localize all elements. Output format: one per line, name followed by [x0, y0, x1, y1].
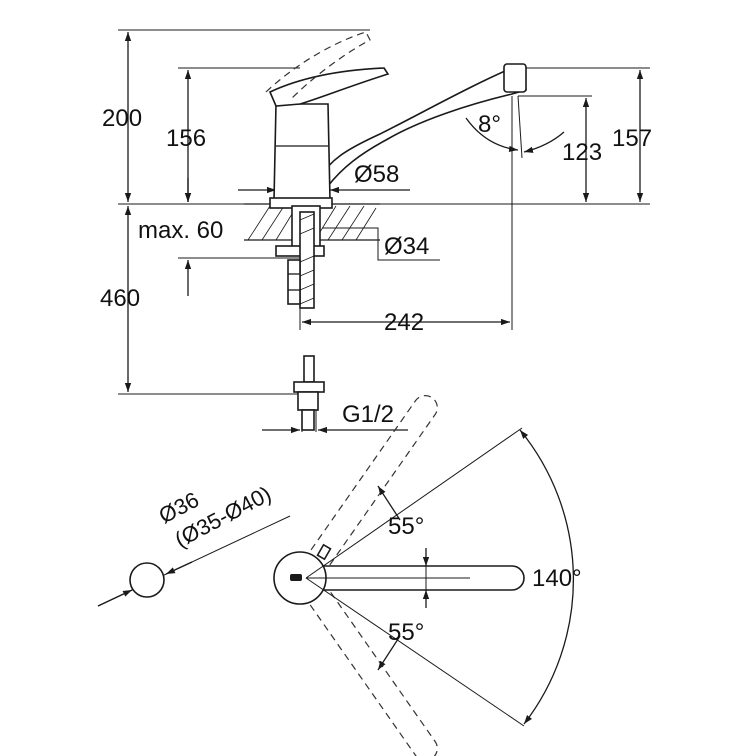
label-hose-length: 460: [100, 285, 140, 312]
lever-open-position: [265, 31, 371, 101]
threaded-rod: [287, 259, 301, 305]
label-max-deck-thickness: max. 60: [138, 217, 223, 244]
lever-tip: [316, 543, 332, 561]
label-base-diameter: Ø58: [354, 161, 399, 188]
hose-thread: [301, 409, 315, 431]
mounting-hole: [129, 562, 165, 598]
top-view: 55° 55° 140°: [273, 395, 582, 756]
label-outlet-clearance: 123: [562, 139, 602, 166]
hose-nut: [297, 391, 319, 411]
hose-nut-upper: [293, 381, 325, 393]
label-thread: G1/2: [342, 401, 394, 428]
label-shank-diameter: Ø34: [384, 233, 429, 260]
faucet-body: [265, 31, 527, 209]
lever-indicator: [290, 574, 302, 581]
side-view: 200 156 8° 123 157 Ø58 max. 60 Ø34 460 2…: [100, 29, 652, 434]
label-total-angle: 140°: [532, 565, 582, 592]
hose-a: [299, 211, 315, 309]
lever-handle: [268, 67, 390, 107]
shank-assembly: [275, 205, 325, 431]
hose-lower: [303, 355, 315, 383]
side-view-labels: 200 156 8° 123 157 Ø58 max. 60 Ø34 460 2…: [100, 105, 652, 428]
label-overall-height: 200: [102, 105, 142, 132]
label-spout-outlet-height: 156: [166, 125, 206, 152]
dimension-lines: [124, 32, 644, 434]
label-upper-angle: 55°: [388, 513, 424, 540]
label-lower-angle: 55°: [388, 619, 424, 646]
label-top-height: 157: [612, 125, 652, 152]
aerator: [503, 63, 527, 93]
label-spout-reach: 242: [384, 309, 424, 336]
hole-detail: Ø36 (Ø35-Ø40): [97, 481, 291, 607]
label-tilt-angle: 8°: [478, 111, 501, 138]
rotation-dimensions: [305, 427, 575, 727]
body: [273, 103, 331, 201]
